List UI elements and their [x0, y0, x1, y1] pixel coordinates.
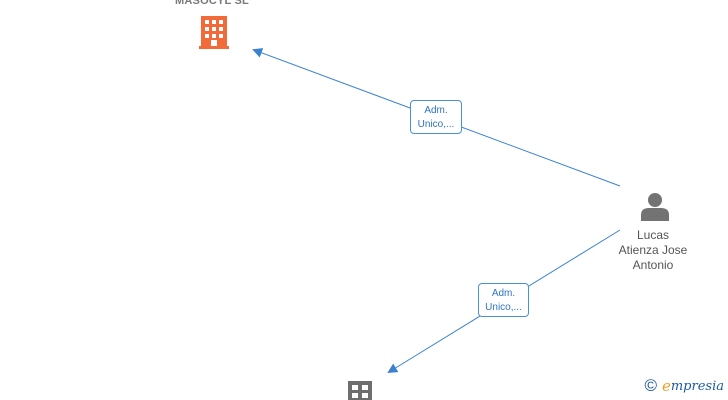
person-name-line: Lucas [636, 228, 670, 242]
person-icon[interactable] [641, 193, 669, 221]
brand-initial: e [661, 377, 671, 395]
person-name-line: Antonio [632, 258, 674, 272]
edge-label-line: Adm. [424, 105, 448, 116]
company-name[interactable]: MASOCYL SL [175, 0, 249, 7]
person-name[interactable]: Lucas Atienza Jose Antonio [608, 228, 698, 273]
building-icon[interactable] [348, 381, 372, 400]
copyright-symbol: © [644, 376, 657, 395]
edge-label-role[interactable]: Adm. Unico,... [410, 100, 462, 134]
building-icon[interactable] [199, 16, 229, 49]
brand-name: mpresia [670, 378, 724, 394]
edge-label-line: Unico,... [485, 302, 522, 313]
edge-label-line: Adm. [491, 288, 516, 299]
edge-label-line: Unico,... [417, 119, 455, 130]
person-name-line: Atienza Jose [618, 243, 688, 257]
edge-label-role[interactable]: Adm. Unico,... [478, 283, 529, 317]
